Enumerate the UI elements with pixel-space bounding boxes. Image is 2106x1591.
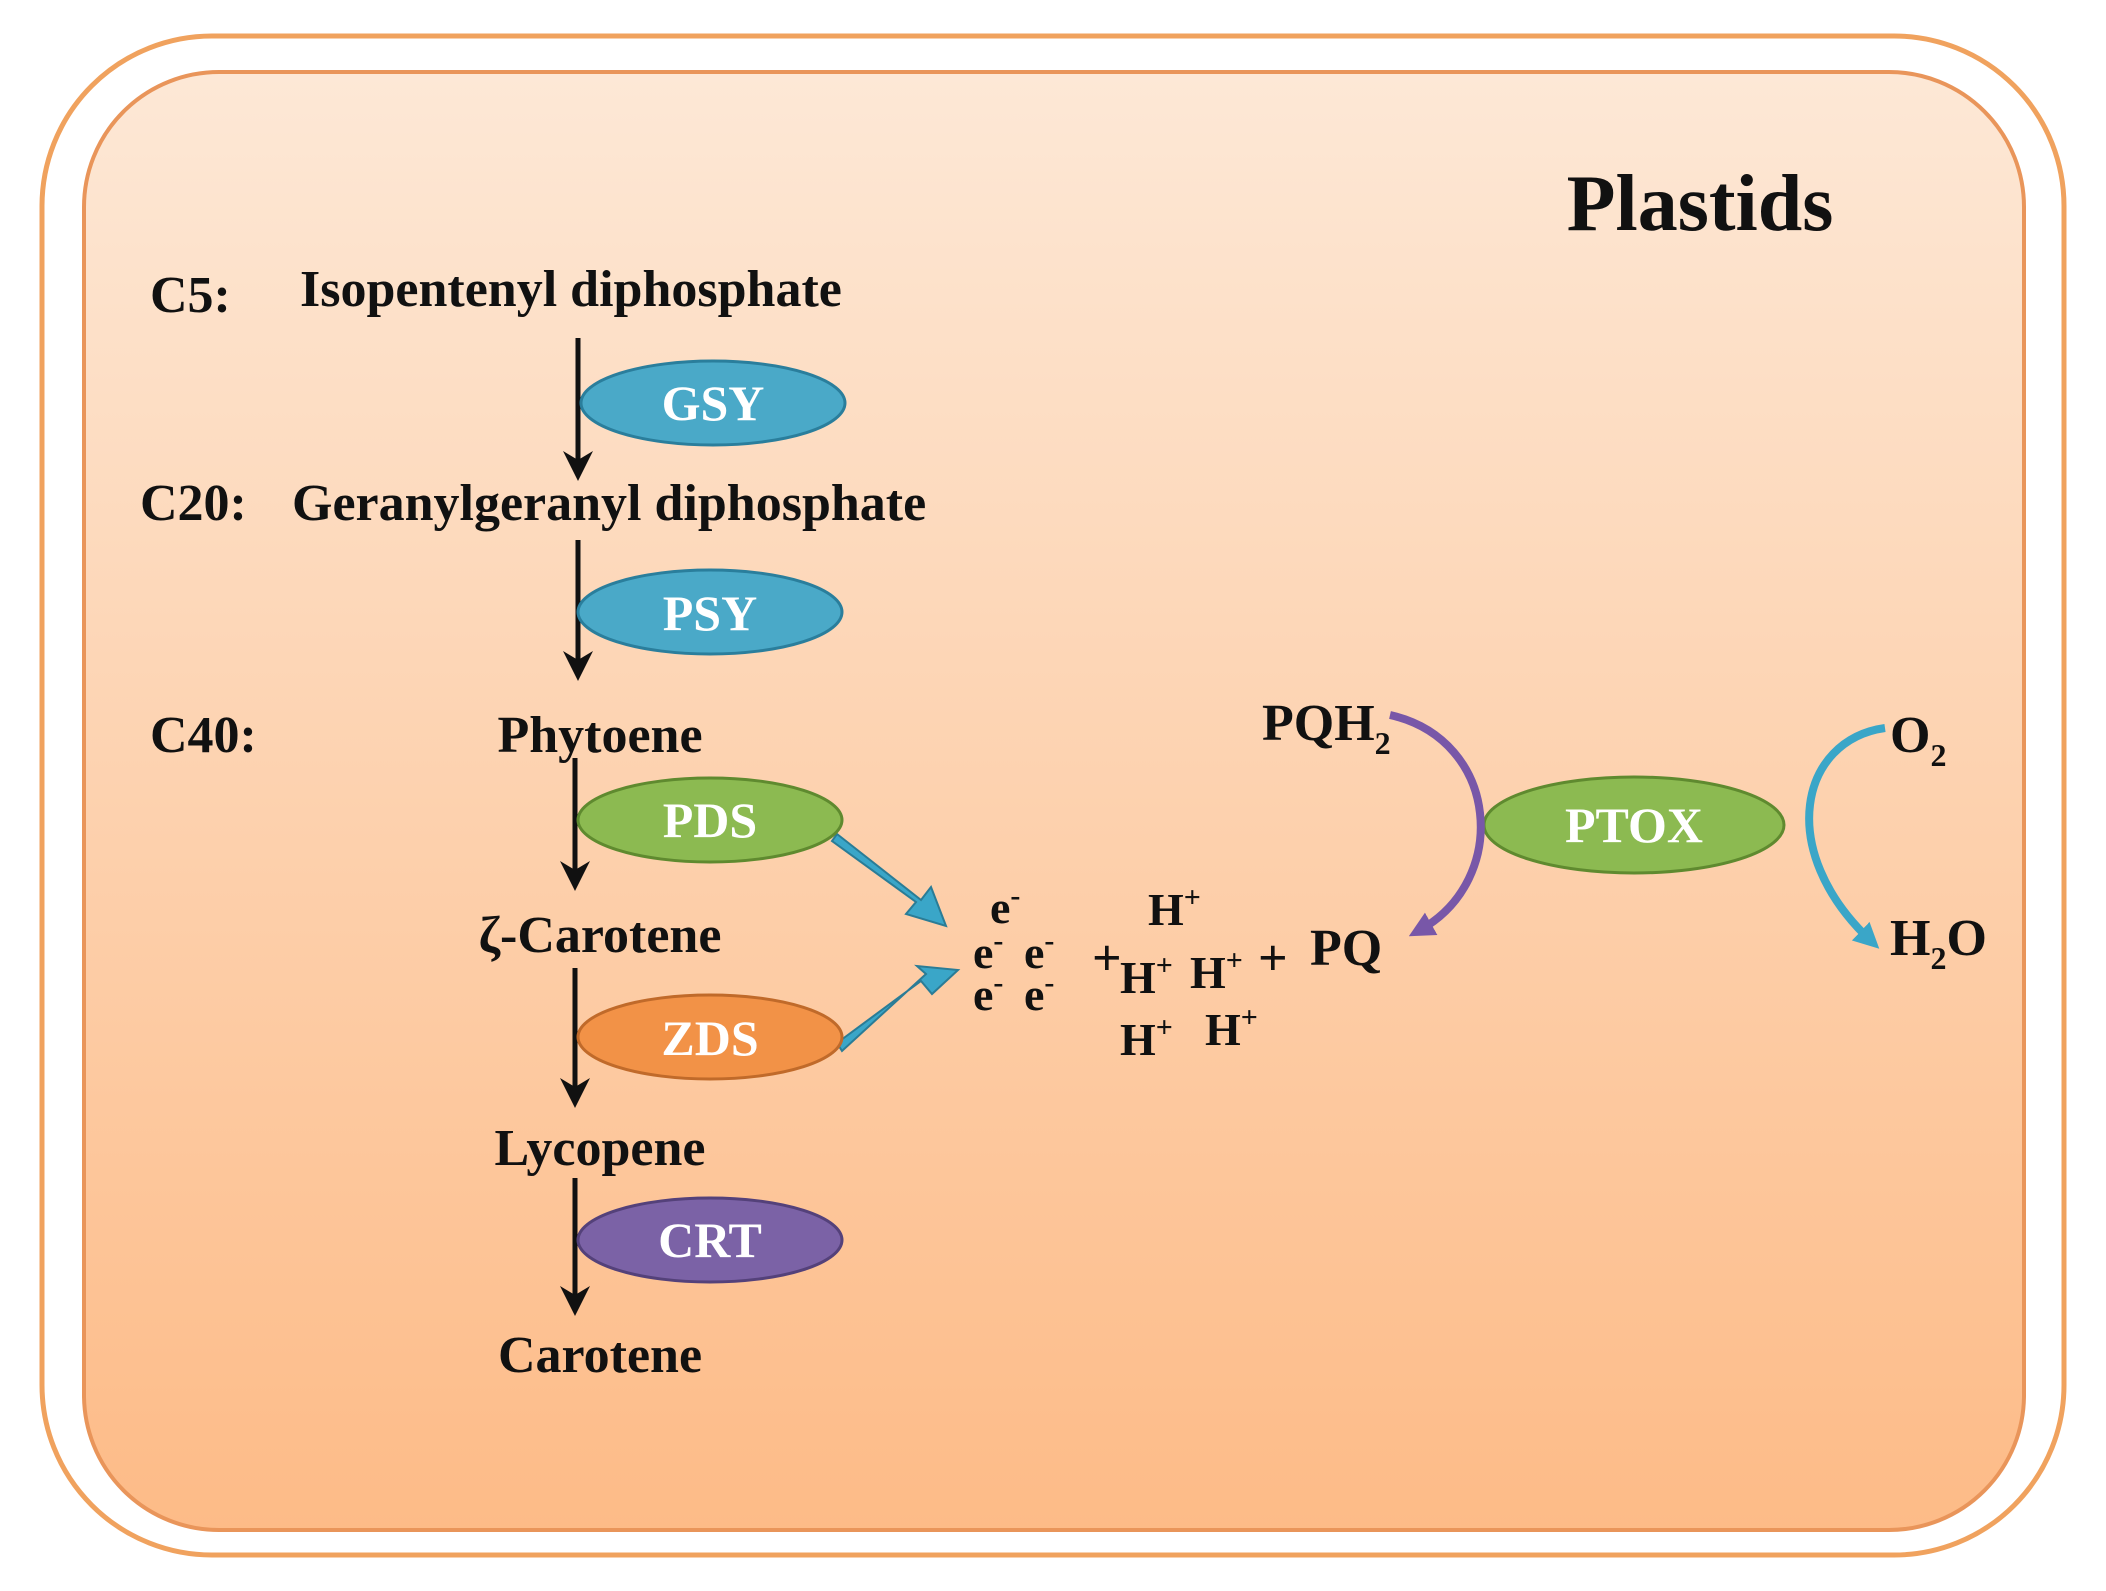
c20-label: C20: (140, 475, 247, 532)
pds-label: PDS (663, 792, 757, 848)
zds-electron-arrow (835, 964, 961, 1053)
proton-4: H+ (1120, 1011, 1173, 1065)
gsy-enzyme: GSY (579, 359, 847, 447)
electron-5: e- (1024, 966, 1054, 1020)
ptox-label: PTOX (1565, 797, 1703, 853)
electron-group: e- e- e- e- e- (973, 879, 1054, 1020)
ggpp-compound: Geranylgeranyl diphosphate (292, 475, 926, 532)
proton-2: H+ (1120, 949, 1173, 1003)
c40-label: C40: (150, 707, 257, 764)
proton-1: H+ (1148, 881, 1201, 935)
o2-label: O2 (1890, 707, 1946, 773)
electron-2: e- (973, 924, 1003, 978)
proton-5: H+ (1205, 1001, 1258, 1055)
zds-label: ZDS (661, 1010, 758, 1066)
c5-label: C5: (150, 267, 231, 324)
pq-label: PQ (1310, 920, 1382, 977)
proton-group: H+ + H+ H+ H+ H+ + (1092, 881, 1288, 1065)
phytoene-compound: Phytoene (497, 707, 702, 764)
carotene-compound: Carotene (498, 1327, 702, 1384)
electron-3: e- (1024, 924, 1054, 978)
crt-label: CRT (658, 1212, 762, 1268)
lycopene-compound: Lycopene (495, 1120, 706, 1177)
pqh2-label: PQH2 (1262, 695, 1391, 761)
o2-to-h2o-curved-arrow (1805, 724, 1886, 949)
electron-1: e- (990, 879, 1020, 933)
psy-enzyme: PSY (576, 568, 844, 656)
ipp-compound: Isopentenyl diphosphate (300, 261, 842, 318)
gsy-label: GSY (662, 375, 765, 431)
pds-enzyme: PDS (576, 776, 844, 864)
plus-sign-2: + (1258, 930, 1288, 987)
proton-3: H+ (1190, 944, 1243, 998)
zeta-carotene-compound: ζ-Carotene (479, 907, 722, 964)
electron-4: e- (973, 966, 1003, 1020)
h2o-label: H2O (1890, 910, 1987, 976)
zds-enzyme: ZDS (576, 993, 844, 1081)
plastids-title: Plastids (1567, 160, 1834, 248)
ptox-enzyme: PTOX (1482, 775, 1786, 875)
plus-sign-1: + (1092, 930, 1122, 987)
crt-enzyme: CRT (576, 1196, 844, 1284)
pds-electron-arrow (830, 832, 948, 928)
psy-label: PSY (663, 585, 757, 641)
plastid-inner-compartment (82, 70, 2026, 1532)
pqh2-to-pq-curved-arrow (1389, 711, 1485, 937)
